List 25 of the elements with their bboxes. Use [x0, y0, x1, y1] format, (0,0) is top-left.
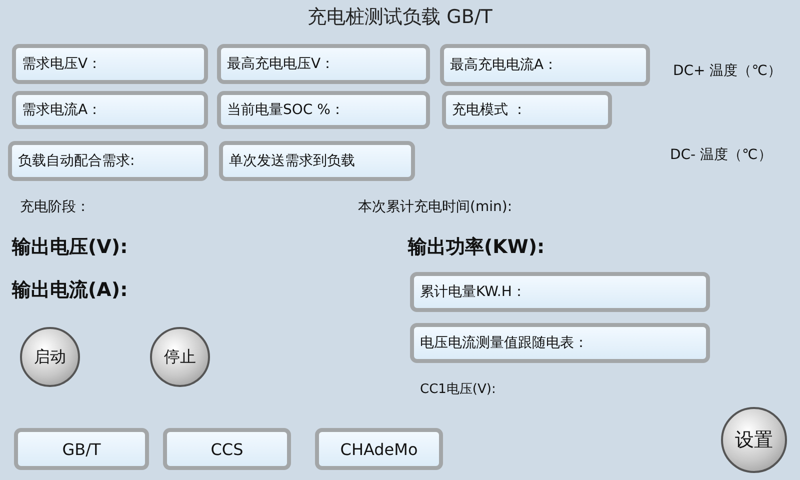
- value-field: 最高充电电压V：: [217, 44, 430, 84]
- status-label: DC- 温度（℃）: [670, 146, 772, 164]
- round-button: 停止: [150, 327, 210, 387]
- status-label: 输出电流(A):: [12, 278, 128, 303]
- round-button: 设置: [721, 407, 787, 473]
- status-label: 输出电压(V):: [12, 235, 128, 260]
- screen-title: 充电桩测试负载 GB/T: [306, 5, 494, 30]
- value-field: 负载自动配合需求:: [8, 141, 208, 181]
- status-label: CC1电压(V):: [420, 381, 496, 398]
- standard-tab: CCS: [163, 428, 291, 470]
- value-field: 需求电压V：: [12, 44, 208, 84]
- send-button: 单次发送需求到负载: [219, 141, 415, 181]
- status-label: 充电阶段：: [20, 198, 90, 216]
- value-field: 最高充电电流A：: [440, 44, 650, 86]
- status-label: DC+ 温度（℃）: [673, 62, 782, 80]
- status-label: 本次累计充电时间(min):: [358, 198, 512, 216]
- value-field: 电压电流测量值跟随电表：: [410, 323, 710, 363]
- round-button: 启动: [20, 327, 80, 387]
- value-field: 当前电量SOC %：: [217, 91, 430, 129]
- status-label: 输出功率(KW):: [408, 235, 545, 260]
- standard-tab: CHAdeMo: [315, 428, 443, 470]
- value-field: 充电模式 ：: [442, 91, 612, 129]
- standard-tab: GB/T: [14, 428, 149, 470]
- value-field: 需求电流A：: [12, 91, 208, 129]
- value-field: 累计电量KW.H：: [410, 272, 710, 312]
